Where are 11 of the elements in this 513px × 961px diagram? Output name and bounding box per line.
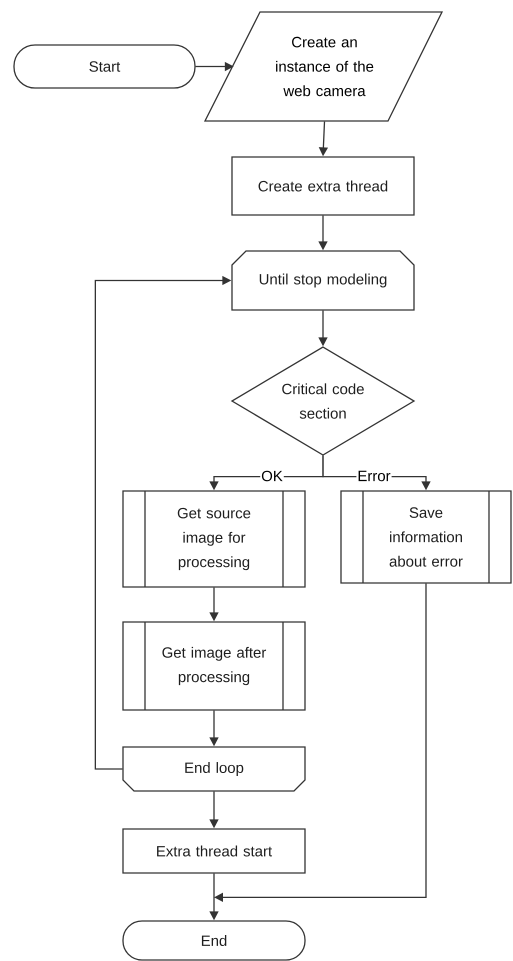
process-box: Extra thread start — [122, 828, 306, 874]
subprocess-box: Get source image for processing — [122, 490, 306, 588]
subprocess-box: Save information about error — [340, 490, 512, 584]
subprocess-box: Get image after processing — [122, 621, 306, 711]
terminal-box: End — [122, 920, 306, 961]
edge-label: OK — [260, 470, 284, 482]
loop-start-box: Until stop modeling — [231, 250, 415, 311]
loop-end-box: End loop — [122, 746, 306, 792]
process-box: Create extra thread — [231, 156, 415, 216]
terminal-box: Start — [13, 44, 196, 89]
edge-label: Error — [356, 470, 392, 482]
